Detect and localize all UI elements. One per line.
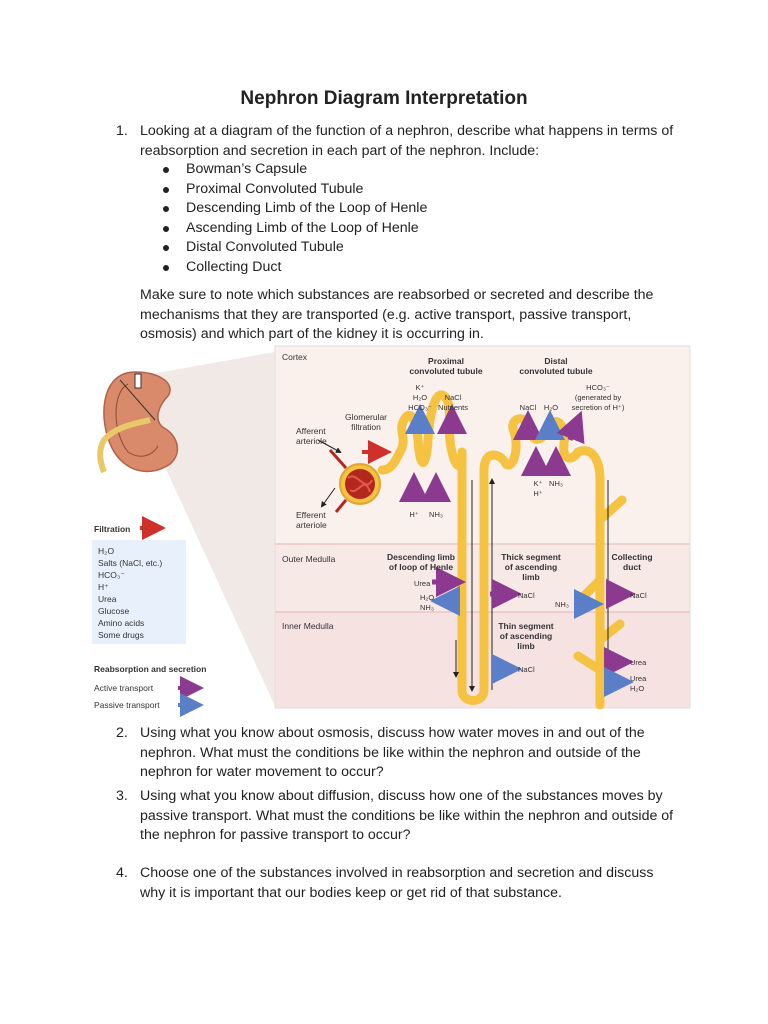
question-4: 4. Choose one of the substances involved… [116,864,676,903]
hco3-label: HCO₃⁻ [586,383,610,392]
substance-label: NaCl [518,591,535,600]
page-title: Nephron Diagram Interpretation [240,88,528,109]
hco3-label: (generated by [575,393,622,402]
filtrate-item: HCO₃⁻ [98,570,125,580]
inner-medulla-zone [275,612,690,708]
zone-label-cortex: Cortex [282,352,308,362]
question-2: 2. Using what you know about osmosis, di… [116,724,676,783]
list-item: Descending Limb of the Loop of Henle [160,199,427,219]
filtrate-item: Amino acids [98,618,144,628]
reab-legend-title: Reabsorption and secretion [94,664,206,674]
substance-label: H₂O [630,684,644,693]
list-item: Bowman’s Capsule [160,160,427,180]
passive-legend-label: Passive transport [94,700,160,710]
collecting-duct-label: duct [623,562,641,572]
list-item: Distal Convoluted Tubule [160,238,427,258]
dct-in-label: NH₃ [549,479,563,488]
substance-label: NaCl [630,591,647,600]
filtration-list-box [92,540,186,644]
question-3-number: 3. [116,788,128,804]
question-1-number: 1. [116,123,128,139]
pct-in-label: H⁺ [409,510,418,519]
glomerular-filtration-label: filtration [351,422,381,432]
question-3: 3. Using what you know about diffusion, … [116,787,676,846]
active-legend-label: Active transport [94,683,154,693]
dct-in-label: K⁺ [534,479,543,488]
pct-out-label: Nutrients [438,403,468,412]
substance-label: NaCl [518,665,535,674]
filtrate-item: H₂O [98,546,114,556]
substance-label: H₂O [420,593,434,602]
efferent-label: Efferent [296,510,326,520]
thin-segment-label: of ascending [500,631,552,641]
dct-out-label: NaCl [520,403,537,412]
question-3-text: Using what you know about diffusion, dis… [140,788,674,843]
thick-segment-label: limb [522,572,539,582]
outer-medulla-zone [275,544,690,612]
pct-out-label: K⁺ [416,383,425,392]
list-item: Collecting Duct [160,258,427,278]
filtrate-item: Glucose [98,606,129,616]
afferent-label: Afferent [296,426,326,436]
collecting-duct-label: Collecting [611,552,652,562]
substance-label: Urea [630,674,647,683]
efferent-label: arteriole [296,520,327,530]
question-1-note: Make sure to note which substances are r… [140,287,654,342]
nephron-parts-list: Bowman’s Capsule Proximal Convoluted Tub… [160,160,427,277]
question-4-number: 4. [116,865,128,881]
nephron-tubule [377,390,627,710]
dct-label: convoluted tubule [519,366,592,376]
list-item: Ascending Limb of the Loop of Henle [160,219,427,239]
pct-in-label: NH₃ [429,510,443,519]
dct-in-label: H⁺ [533,489,542,498]
filtrate-item: Salts (NaCl, etc.) [98,558,162,568]
question-1: 1. Looking at a diagram of the function … [116,122,676,161]
filtrate-item: Urea [98,594,117,604]
glomerulus-icon [339,463,381,505]
dct-label: Distal [544,356,567,366]
desc-limb-label: Descending limb [387,552,455,562]
zoom-cone [140,352,275,706]
question-4-text: Choose one of the substances involved in… [140,865,654,901]
kidney-icon [97,371,179,474]
thin-segment-label: Thin segment [498,621,553,631]
question-1-text: Looking at a diagram of the function of … [140,123,674,159]
list-item: Proximal Convoluted Tubule [160,180,427,200]
hco3-label: secretion of H⁺) [572,403,625,412]
filtrate-item: Some drugs [98,630,144,640]
thick-segment-label: Thick segment [501,552,561,562]
desc-limb-label: of loop of Henle [389,562,453,572]
pct-out-label: HCO₃⁻ [408,403,432,412]
substance-label: Urea [630,658,647,667]
pct-out-label: H₂O [413,393,427,402]
zone-label-inner-medulla: Inner Medulla [282,621,334,631]
pct-label: convoluted tubule [409,366,482,376]
question-2-number: 2. [116,725,128,741]
glomerular-filtration-label: Glomerular [345,412,387,422]
dct-out-label: H₂O [544,403,558,412]
filtration-legend-title: Filtration [94,524,130,534]
substance-label: Urea [414,579,431,588]
cortex-zone [275,346,690,544]
pct-out-label: NaCl [445,393,462,402]
substance-label: NH₃ [420,603,434,612]
zone-label-outer-medulla: Outer Medulla [282,554,336,564]
thick-segment-label: of ascending [505,562,557,572]
pct-label: Proximal [428,356,464,366]
filtrate-item: H⁺ [98,582,109,592]
question-2-text: Using what you know about osmosis, discu… [140,725,645,780]
thin-segment-label: limb [517,641,534,651]
afferent-label: arteriole [296,436,327,446]
substance-label: NH₃ [555,600,569,609]
